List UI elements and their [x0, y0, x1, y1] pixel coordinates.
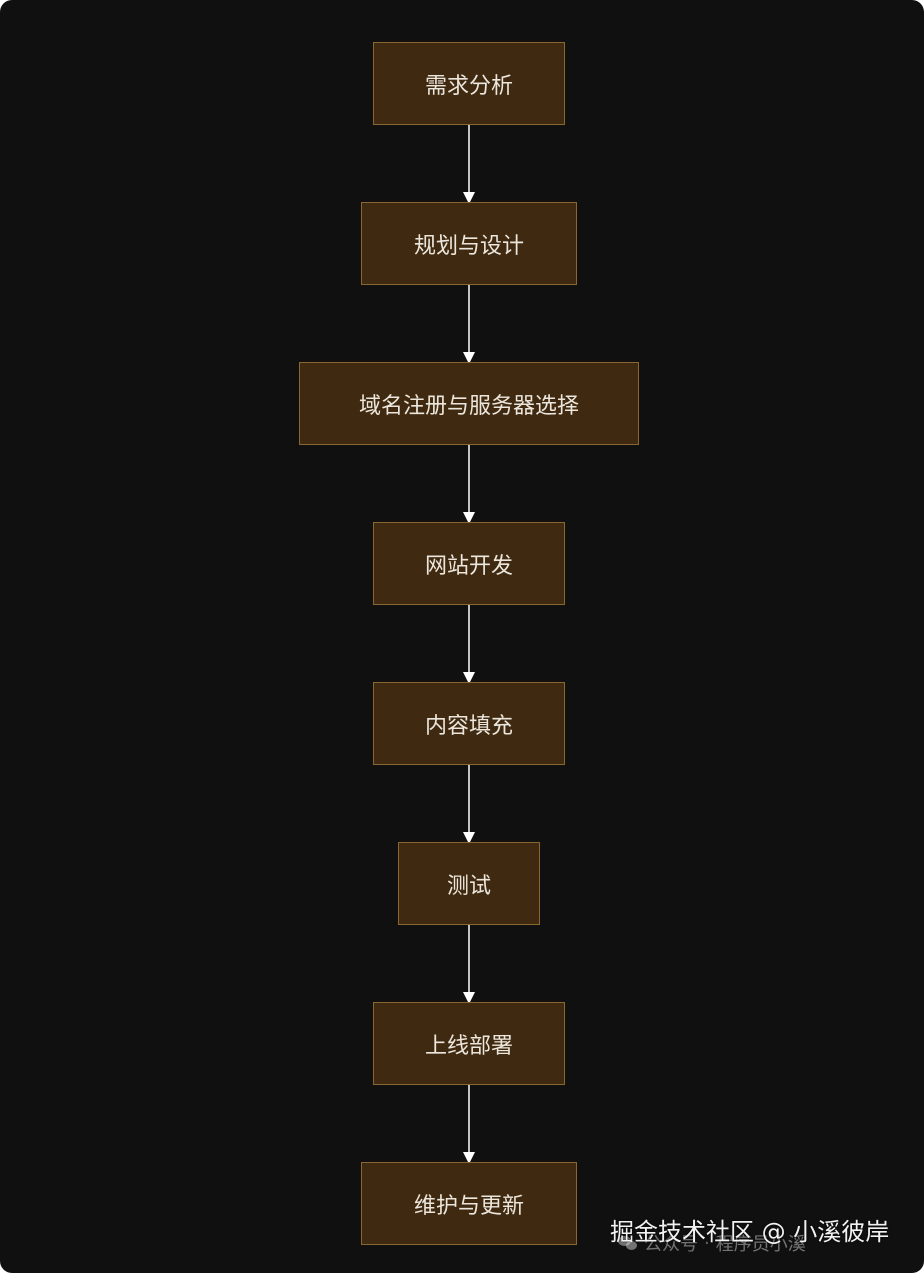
- node-label: 上线部署: [424, 1033, 513, 1059]
- watermark-account: 公众号: [644, 1234, 698, 1255]
- node-label: 内容填充: [424, 713, 513, 739]
- node-label: 网站开发: [424, 553, 513, 579]
- watermark-main: 掘金技术社区 @ 小溪彼岸: [610, 1218, 890, 1246]
- node-website-development: 网站开发: [373, 522, 565, 605]
- node-planning-design: 规划与设计: [361, 202, 577, 285]
- node-requirement-analysis: 需求分析: [373, 42, 565, 125]
- node-maintenance: 维护与更新: [361, 1162, 577, 1245]
- node-deployment: 上线部署: [373, 1002, 565, 1085]
- node-label: 测试: [446, 873, 491, 899]
- watermark-name: 程序员小溪: [715, 1234, 806, 1255]
- node-label: 域名注册与服务器选择: [358, 393, 579, 419]
- node-label: 需求分析: [424, 73, 513, 99]
- wechat-icon: [618, 1235, 638, 1251]
- node-testing: 测试: [398, 842, 540, 925]
- watermark-sub: 公众号 · 程序员小溪: [618, 1230, 806, 1256]
- node-content-filling: 内容填充: [373, 682, 565, 765]
- node-label: 规划与设计: [413, 233, 524, 259]
- node-label: 维护与更新: [413, 1193, 524, 1219]
- node-domain-server: 域名注册与服务器选择: [299, 362, 639, 445]
- watermark-separator: ·: [704, 1232, 710, 1254]
